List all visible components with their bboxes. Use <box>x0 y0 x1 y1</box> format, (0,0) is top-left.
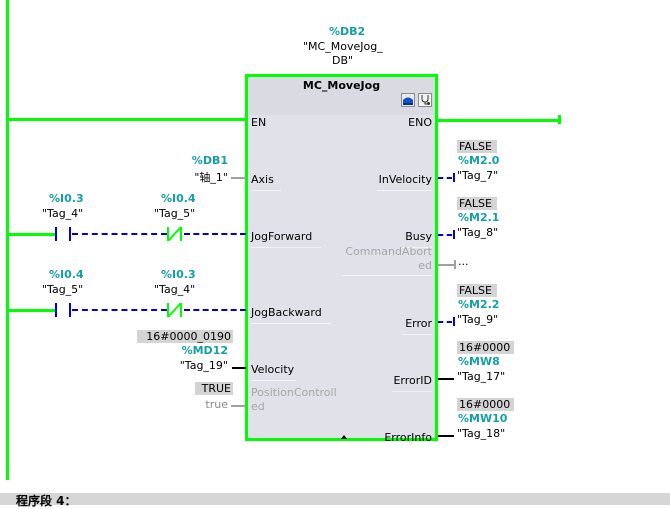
busy-tag[interactable]: "Tag_8" <box>457 226 499 239</box>
contact-backward-nc-address: %I0.3 <box>161 268 196 281</box>
mc-movejog-block[interactable]: MC_MoveJog EN Axis JogForward JogBackwar… <box>245 74 438 444</box>
invelocity-value: FALSE <box>457 140 497 153</box>
invelocity-wire <box>438 177 452 179</box>
instance-db-name-1[interactable]: "MC_MoveJog_ <box>303 40 383 53</box>
busy-value: FALSE <box>457 197 497 210</box>
positioncontrolled-value: TRUE <box>195 382 233 395</box>
instance-db-address: %DB2 <box>329 25 366 38</box>
positioncontrolled-wire <box>231 405 246 407</box>
pin-axis: Axis <box>251 173 274 186</box>
velocity-value: 16#0000_0190 <box>137 330 233 343</box>
jogforward-wire-2 <box>184 233 246 235</box>
pin-jogbackward: JogBackward <box>251 306 322 319</box>
block-title: MC_MoveJog <box>302 79 381 92</box>
pin-positioncontrolled-1: PositionControll <box>251 386 337 399</box>
positioncontrolled-tag[interactable]: true <box>205 398 228 411</box>
pin-eno: ENO <box>408 116 432 129</box>
axis-address: %DB1 <box>191 154 228 167</box>
errorinfo-tag[interactable]: "Tag_18" <box>457 427 506 440</box>
eno-wire <box>437 119 559 122</box>
pin-errorinfo: ErrorInfo <box>384 431 432 444</box>
contact-backward-no[interactable] <box>54 303 74 317</box>
pin-en: EN <box>251 116 267 129</box>
pin-error: Error <box>405 317 432 330</box>
invelocity-address: %M2.0 <box>458 154 500 167</box>
contact-forward-nc[interactable] <box>166 227 184 241</box>
jogbackward-power-wire <box>6 309 56 312</box>
velocity-address: %MD12 <box>181 344 228 357</box>
errorinfo-value: 16#0000 <box>457 398 514 411</box>
busy-wire <box>438 234 452 236</box>
contact-backward-no-tag[interactable]: "Tag_5" <box>42 283 84 296</box>
contact-backward-nc-tag[interactable]: "Tag_4" <box>154 283 196 296</box>
contact-backward-no-address: %I0.4 <box>49 268 84 281</box>
error-value: FALSE <box>457 284 497 297</box>
error-wire <box>438 321 452 323</box>
network-label: 程序段 4： <box>16 494 77 508</box>
commandaborted-wire <box>438 264 454 266</box>
network-header[interactable]: 程序段 4： <box>0 493 670 508</box>
error-tag[interactable]: "Tag_9" <box>457 313 499 326</box>
errorinfo-wire <box>438 435 454 437</box>
jogforward-wire-1 <box>72 233 167 235</box>
contact-forward-no-tag[interactable]: "Tag_4" <box>42 207 84 220</box>
en-wire <box>6 118 246 121</box>
instance-db-name-2[interactable]: DB" <box>332 54 354 67</box>
contact-forward-no-address: %I0.3 <box>49 192 84 205</box>
pin-commandaborted-2: ed <box>418 259 432 272</box>
block-icon[interactable] <box>401 93 415 107</box>
pin-busy: Busy <box>405 230 432 243</box>
invelocity-tag[interactable]: "Tag_7" <box>457 169 499 182</box>
errorinfo-address: %MW10 <box>458 412 508 425</box>
velocity-tag[interactable]: "Tag_19" <box>179 359 228 372</box>
eno-wire-end <box>558 115 561 124</box>
pin-positioncontrolled-2: ed <box>251 400 265 413</box>
contact-forward-nc-tag[interactable]: "Tag_5" <box>154 207 196 220</box>
axis-wire <box>231 177 246 179</box>
commandaborted-tag[interactable]: ... <box>458 255 469 268</box>
errorid-wire <box>438 378 454 380</box>
pin-errorid: ErrorID <box>393 374 432 387</box>
axis-tag[interactable]: "轴_1" <box>194 171 228 184</box>
jogbackward-wire-1 <box>72 309 167 311</box>
busy-address: %M2.1 <box>458 211 500 224</box>
contact-forward-no[interactable] <box>54 227 74 241</box>
pin-invelocity: InVelocity <box>378 173 432 186</box>
contact-backward-nc[interactable] <box>166 303 184 317</box>
contact-forward-nc-address: %I0.4 <box>161 192 196 205</box>
error-address: %M2.2 <box>458 298 500 311</box>
errorid-value: 16#0000 <box>457 341 514 354</box>
velocity-wire <box>232 367 246 369</box>
errorid-address: %MW8 <box>458 355 500 368</box>
errorid-tag[interactable]: "Tag_17" <box>457 370 506 383</box>
expand-collapse-arrow-icon[interactable] <box>341 435 347 439</box>
diagnostics-stethoscope-icon[interactable] <box>418 93 432 107</box>
jogbackward-wire-2 <box>184 309 246 311</box>
pin-jogforward: JogForward <box>251 230 313 243</box>
pin-commandaborted-1: CommandAbort <box>345 245 432 258</box>
jogforward-power-wire <box>6 233 56 236</box>
pin-velocity: Velocity <box>251 363 295 376</box>
left-power-rail <box>6 0 9 480</box>
